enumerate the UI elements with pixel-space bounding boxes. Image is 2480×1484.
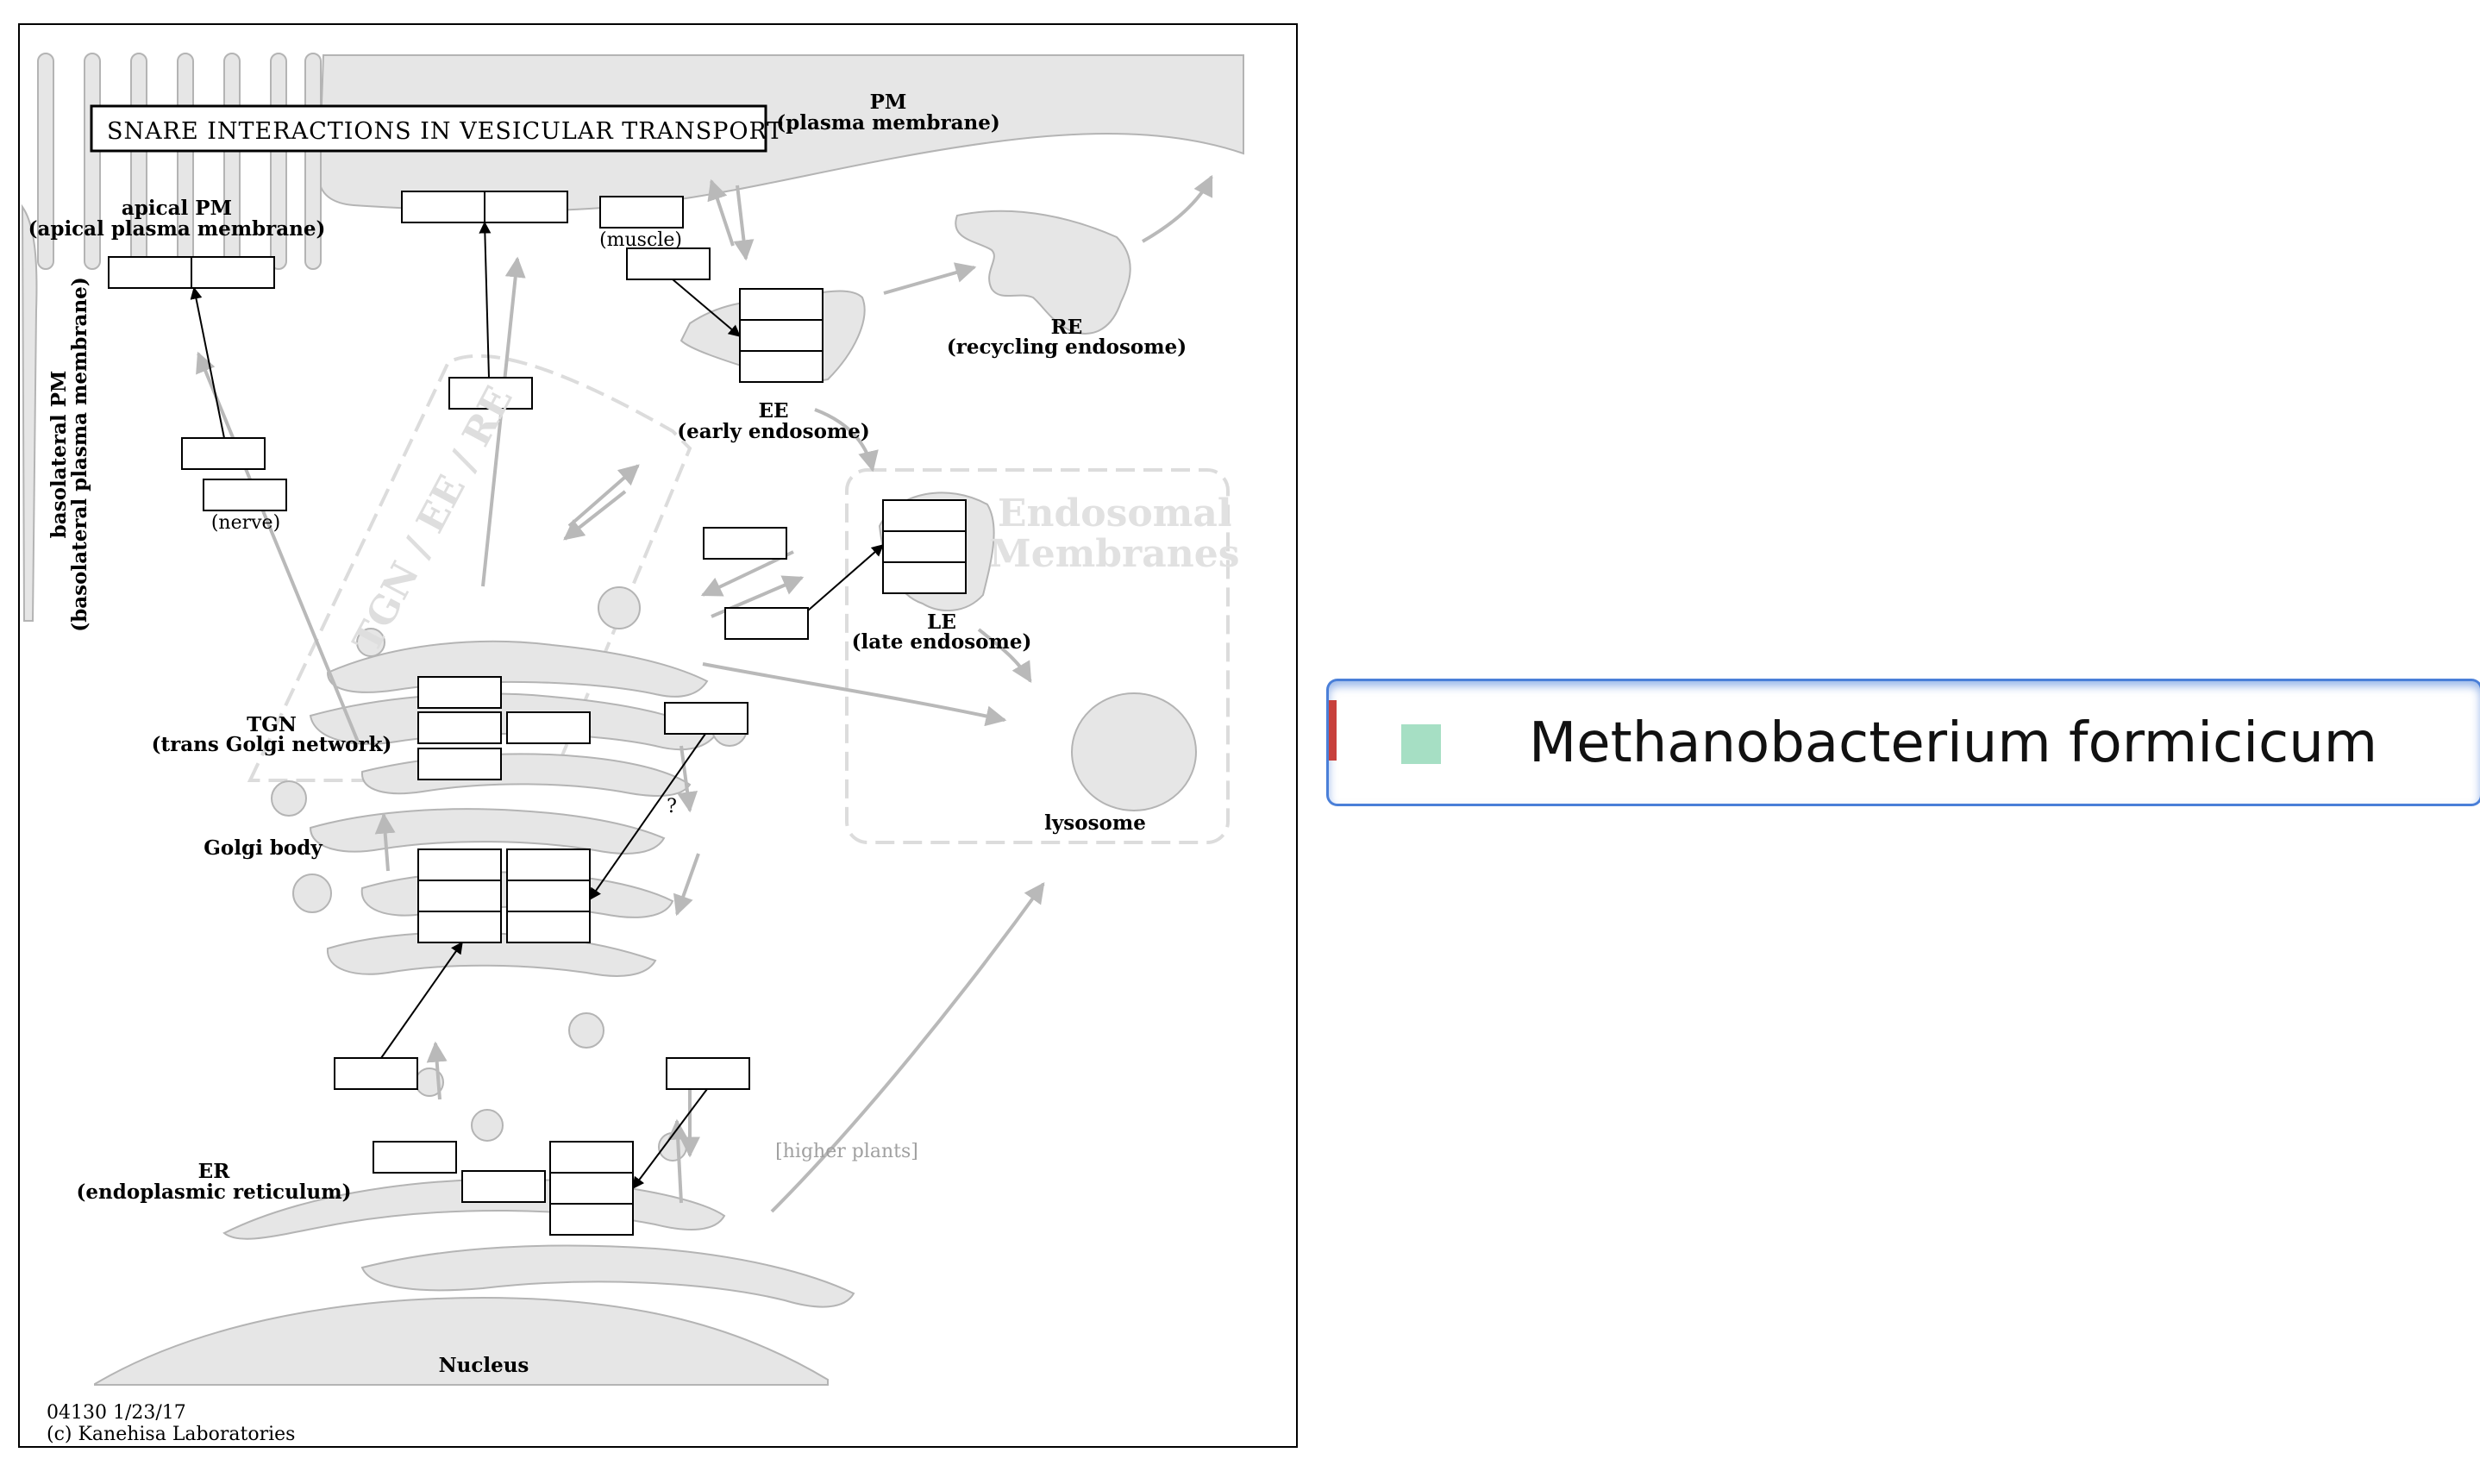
muscle-label: (muscle) xyxy=(599,229,682,251)
organism-color-swatch xyxy=(1401,724,1441,764)
le-label: LE xyxy=(927,611,956,634)
ee-label: EE xyxy=(758,399,788,423)
pm-full-label: (plasma membrane) xyxy=(776,111,999,135)
map-id: 04130 1/23/17 xyxy=(47,1402,186,1424)
basolateral-pm-label: basolateral PM xyxy=(47,371,71,539)
lysosome xyxy=(1071,692,1197,811)
vesicles xyxy=(271,586,748,1162)
legend-accent-edge xyxy=(1329,700,1337,761)
endosomal-region xyxy=(845,468,1230,844)
tgn-label: TGN xyxy=(247,713,297,736)
compartment-labels: PM (plasma membrane) apical PM (apical p… xyxy=(28,91,1187,1377)
snare-pathway-diagram: Endosomal Membranes TGN / EE / RE SNARE … xyxy=(18,23,1298,1448)
le-full-label: (late endosome) xyxy=(852,630,1032,654)
apical-pm-label: apical PM xyxy=(122,197,232,220)
nerve-label: (nerve) xyxy=(211,512,280,534)
higher-plants-label: [higher plants] xyxy=(775,1141,918,1162)
tgn-ee-re-region xyxy=(247,354,692,782)
golgi-label: Golgi body xyxy=(204,836,323,860)
nucleus xyxy=(94,1296,829,1386)
organism-legend[interactable]: Methanobacterium formicicum xyxy=(1329,681,2480,804)
copyright: (c) Kanehisa Laboratories xyxy=(47,1424,295,1445)
organism-name: Methanobacterium formicicum xyxy=(1529,711,2378,775)
basolateral-pm-full-label: (basolateral plasma membrane) xyxy=(68,277,91,631)
re-full-label: (recycling endosome) xyxy=(947,335,1187,359)
endosomal-membranes-label-1: Endosomal xyxy=(998,492,1232,535)
question-mark: ? xyxy=(667,796,677,817)
er-full-label: (endoplasmic reticulum) xyxy=(77,1180,352,1204)
lysosome-label: lysosome xyxy=(1044,811,1146,835)
basolateral-membrane xyxy=(21,204,38,622)
transport-arrows xyxy=(196,174,1213,1213)
map-title-box xyxy=(90,104,767,153)
apical-pm-full-label: (apical plasma membrane) xyxy=(28,217,326,241)
gene-boxes xyxy=(108,191,967,1236)
pm-label: PM xyxy=(870,91,907,114)
tgn-full-label: (trans Golgi network) xyxy=(152,733,392,756)
nucleus-label: Nucleus xyxy=(439,1354,529,1377)
ee-full-label: (early endosome) xyxy=(677,420,870,443)
recycling-endosome xyxy=(955,210,1131,335)
map-title: SNARE INTERACTIONS IN VESICULAR TRANSPOR… xyxy=(107,118,783,145)
interaction-arrows xyxy=(190,221,885,1190)
plasma-membrane xyxy=(317,54,1244,212)
er-label: ER xyxy=(198,1160,231,1183)
endosomal-membranes-label-2: Membranes xyxy=(989,532,1239,576)
re-label: RE xyxy=(1051,316,1083,339)
